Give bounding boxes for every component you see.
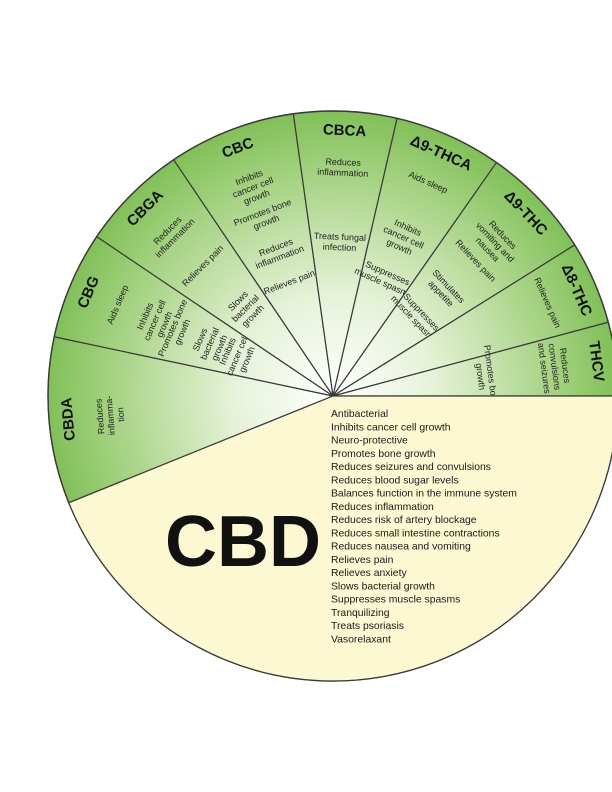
cbd-effect: Inhibits cancer cell growth [331,422,451,433]
cbd-effect: Reduces risk of artery blockage [331,515,477,526]
cbd-effect: Reduces small intestine contractions [331,528,500,539]
cbd-effect: Reduces inflammation [331,502,434,513]
cbd-effect: Tranquilizing [331,608,390,619]
cbd-title: CBD [165,502,321,582]
cbd-effect: Antibacterial [331,409,388,420]
sector-title: CBDA [58,397,79,442]
cbd-effect: Suppresses muscle spasms [331,595,460,606]
cbd-effect: Reduces nausea and vomiting [331,542,471,553]
cbd-effect: Promotes bone growth [331,449,436,460]
cbd-effect: Neuro-protective [331,436,408,447]
sector-effect: Treats fungalinfection [313,231,366,254]
cbd-effect: Relieves pain [331,555,394,566]
cbd-effect: Reduces blood sugar levels [331,475,459,486]
cbd-effect: Balances function in the immune system [331,489,517,500]
cbd-sector [67,395,612,682]
sector-title: THCV [585,340,607,383]
cbd-effect: Reduces seizures and convulsions [331,462,491,473]
cbd-effect: Vasorelaxant [331,634,391,645]
sector-title: CBCA [323,121,367,140]
sector-effect: Reducesinflammation [317,156,369,179]
cbd-effect: Slows bacterial growth [331,581,435,592]
cbd-effect: Relieves anxiety [331,568,407,579]
sector-effect: Reducesinflamma-tion [93,394,127,436]
cbd-effect: Treats psoriasis [331,621,404,632]
